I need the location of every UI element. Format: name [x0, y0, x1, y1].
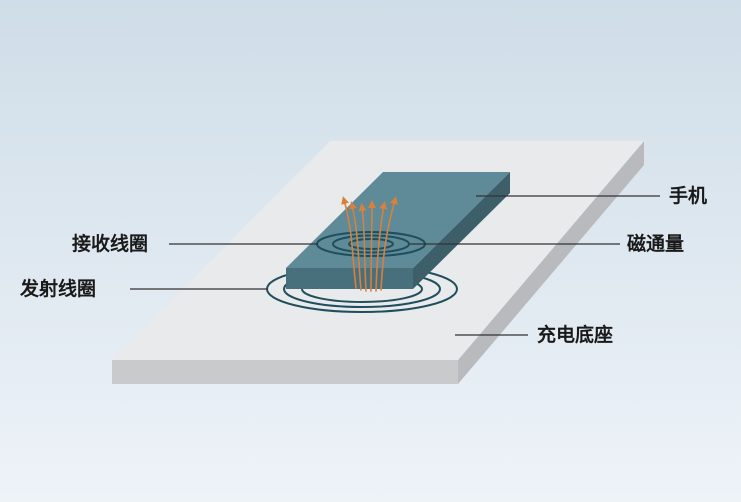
- phone-front-face: [286, 268, 413, 289]
- flux-line: [367, 200, 376, 292]
- phone-side-face: [413, 172, 510, 289]
- flux-line: [375, 201, 388, 292]
- base-front-face: [112, 360, 458, 384]
- label-charging-base: 充电底座: [537, 324, 614, 346]
- magnetic-flux: [341, 196, 398, 292]
- flux-line: [341, 196, 357, 289]
- leader-lines: [130, 195, 660, 336]
- flux-line: [358, 203, 367, 292]
- base-side-face: [458, 141, 644, 384]
- label-transmitter-coil: 发射线圈: [20, 278, 97, 300]
- label-phone: 手机: [669, 185, 708, 207]
- flux-line: [380, 196, 398, 291]
- phone-top-face: [286, 172, 510, 268]
- label-magnetic-flux: 磁通量: [627, 233, 685, 255]
- label-receiver-coil: 接收线圈: [72, 233, 149, 255]
- flux-line: [349, 201, 362, 291]
